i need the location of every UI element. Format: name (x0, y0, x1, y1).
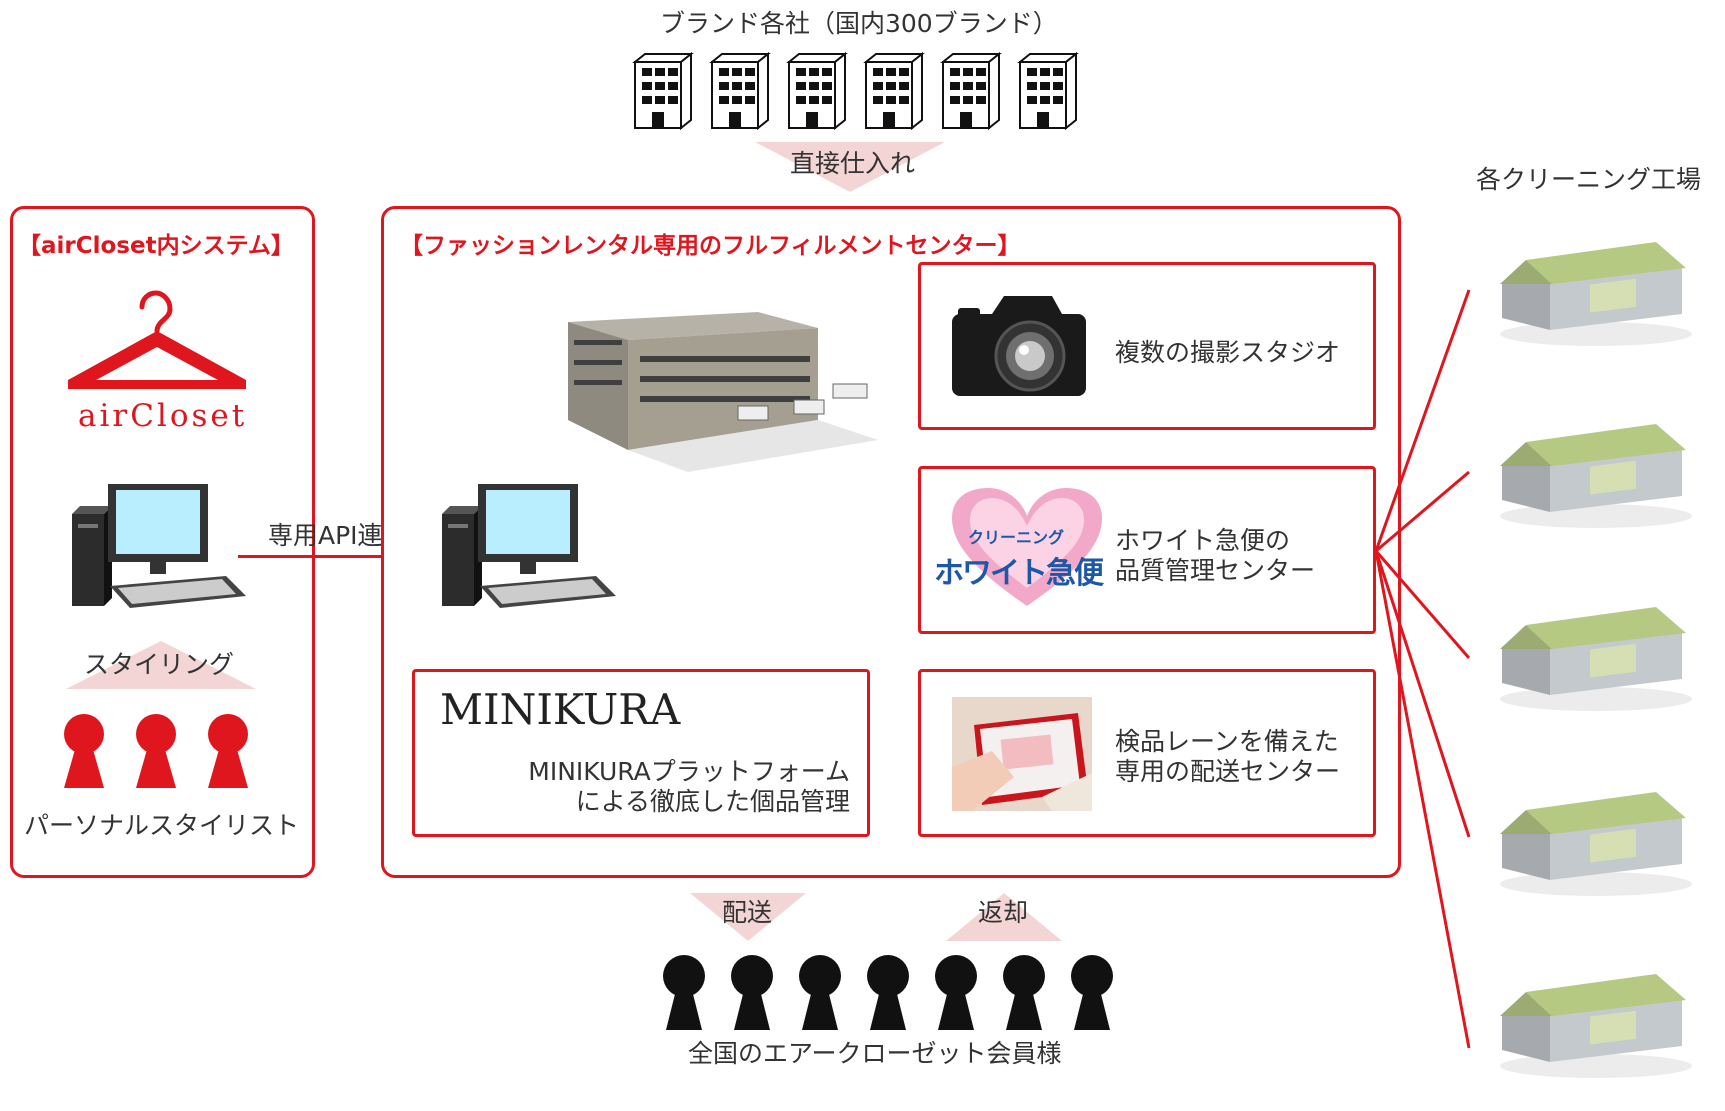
styling-label: スタイリング (84, 650, 235, 679)
factory-icon-4 (1500, 792, 1692, 896)
studio-label: 複数の撮影スタジオ (1115, 338, 1341, 367)
computer-icon-left (72, 484, 246, 608)
stylists-label: パーソナルスタイリスト (24, 811, 300, 840)
member-person-icons (663, 955, 1113, 1030)
minikura-line2: による徹底した個品管理 (575, 787, 850, 816)
delivery-arrow (690, 893, 806, 941)
white-kyubin-heart-icon (952, 488, 1102, 606)
warehouse-image (568, 312, 878, 472)
factory-connection-lines (1374, 289, 1471, 1049)
factory-icon-3 (1500, 607, 1692, 711)
factory-icon-5 (1500, 974, 1692, 1078)
return-label: 返却 (978, 898, 1029, 927)
brands-title: ブランド各社（国内300ブランド） (660, 9, 1058, 38)
minikura-box (412, 669, 870, 837)
brand-buildings (632, 51, 1077, 132)
white-kyubin-logo-small: クリーニング (968, 528, 1065, 547)
building-icons (632, 51, 1077, 131)
aircloset-system-title: 【airCloset内システム】 (18, 233, 294, 259)
shipping-line1: 検品レーンを備えた (1115, 727, 1339, 756)
quality-line1: ホワイト急便の (1115, 526, 1291, 555)
api-link-line (238, 555, 436, 558)
styling-arrow (66, 641, 256, 689)
minikura-line1: MINIKURAプラットフォーム (528, 757, 850, 786)
purchase-arrow-label: 直接仕入れ (790, 149, 916, 178)
camera-icon (952, 296, 1086, 396)
hanger-icon (68, 290, 246, 389)
fulfillment-center-title: 【ファッションレンタル専用のフルフィルメントセンター】 (400, 233, 1021, 259)
aircloset-logo-text: airCloset (78, 398, 248, 434)
members-label: 全国のエアークローゼット会員様 (688, 1039, 1062, 1068)
white-kyubin-logo-main: ホワイト急便 (934, 556, 1104, 591)
factory-icon-1 (1500, 242, 1692, 346)
minikura-logo: MINIKURA (440, 685, 681, 734)
inspection-photo (952, 697, 1092, 811)
delivery-label: 配送 (722, 898, 773, 927)
purchase-arrow (755, 142, 945, 192)
stylist-person-icons (64, 714, 248, 788)
shipping-line2: 専用の配送センター (1115, 757, 1341, 786)
quality-line2: 品質管理センター (1115, 556, 1316, 585)
computer-icon-center (442, 484, 616, 608)
return-arrow (946, 893, 1062, 941)
factory-icon-2 (1500, 424, 1692, 528)
factories-title: 各クリーニング工場 (1476, 165, 1702, 194)
